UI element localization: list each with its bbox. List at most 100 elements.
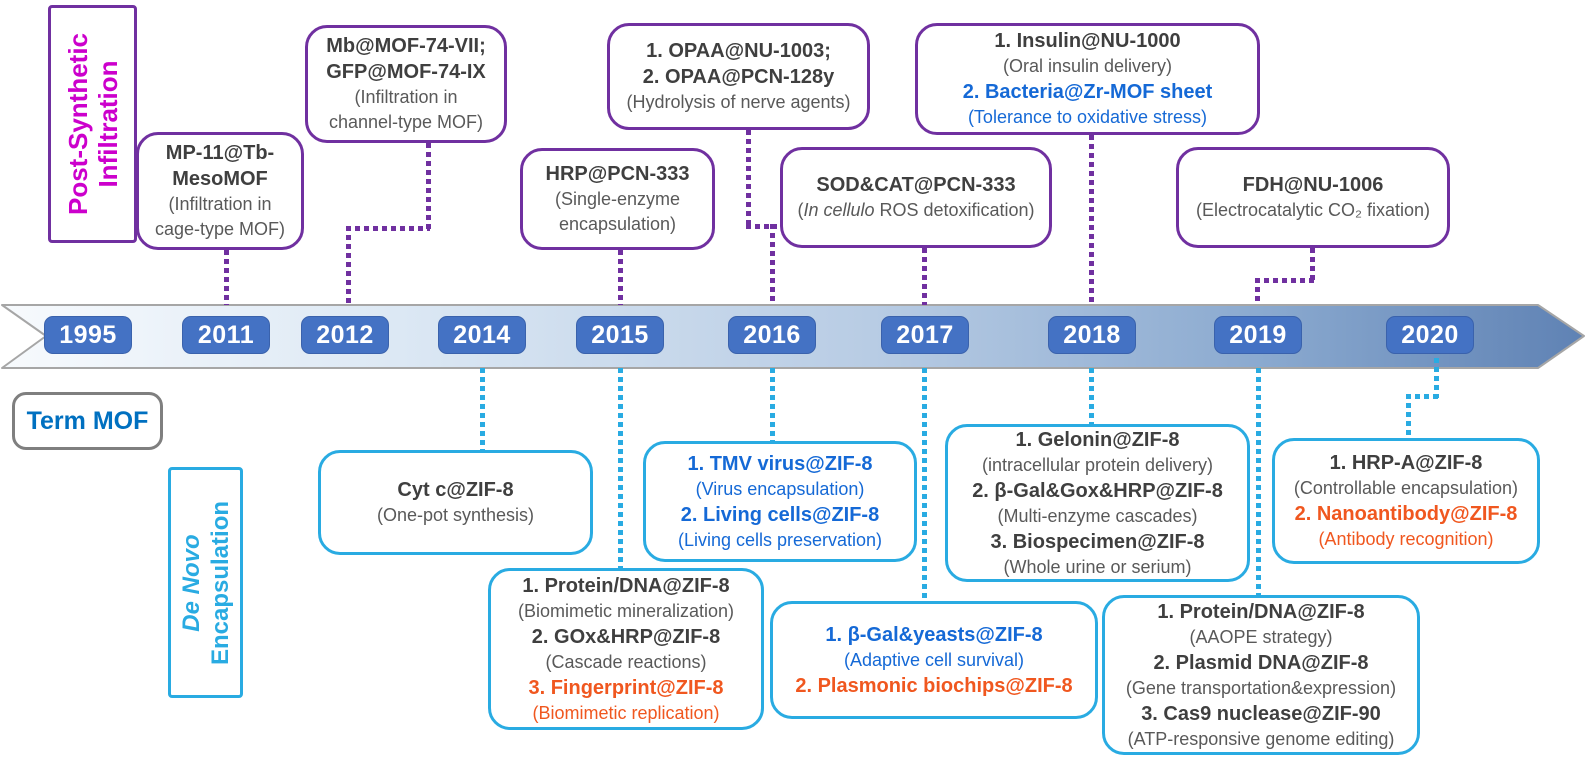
connector-bottom-2020-v2 [1406,394,1411,438]
milestone-sub: (Biomimetic mineralization) [517,600,735,621]
milestone-sub: (Infiltration in [168,194,272,214]
milestone-sub: (Electrocatalytic CO₂ fixation) [1195,200,1431,220]
sub-prefix: ( [797,200,804,220]
milestone-title: 2. Plasmid DNA@ZIF-8 [1153,651,1369,674]
milestone-sub-blue: (Adaptive cell survival) [843,649,1025,670]
connector-top-2019-h [1255,278,1315,283]
milestone-sub: (One-pot synthesis) [376,505,535,525]
milestone-title-blue: 1. TMV virus@ZIF-8 [687,452,873,475]
milestone-sub-orange: (Biomimetic replication) [532,702,720,723]
milestone-title: FDH@NU-1006 [1242,174,1384,196]
connector-top-2012-h [346,226,430,231]
milestone-title: 3. Biospecimen@ZIF-8 [990,530,1205,553]
connector-bottom-2016 [770,368,775,441]
category-label-post-synthetic-infiltration: Post-Synthetic Infiltration [48,5,137,243]
milestone-sub: (Whole urine or serium) [1003,556,1192,577]
de-novo-line2: Encapsulation [206,500,234,665]
term-mof-label: Term MOF [26,406,149,435]
term-mof-box: Term MOF [12,392,163,450]
milestone-title: 3. Cas9 nuclease@ZIF-90 [1141,702,1381,725]
connector-bottom-2020-h [1406,394,1439,399]
milestone-sub: (Hydrolysis of nerve agents) [626,92,851,112]
milestone-sub-blue: (Tolerance to oxidative stress) [967,107,1208,127]
milestone-title: 2. OPAA@PCN-128y [642,66,835,88]
milestone-box-top-2018: 1. Insulin@NU-1000 (Oral insulin deliver… [915,23,1260,135]
sub-rest: ROS detoxification) [874,200,1035,220]
connector-bottom-2020-v1 [1434,358,1439,398]
milestone-box-bottom-2015: 1. Protein/DNA@ZIF-8 (Biomimetic mineral… [488,568,764,730]
milestone-sub-blue: (Virus encapsulation) [695,478,865,499]
milestone-sub: (intracellular protein delivery) [981,454,1214,475]
rotated-text: De Novo Encapsulation [177,500,235,664]
milestone-sub: (Cascade reactions) [545,651,707,672]
milestone-box-bottom-2020: 1. HRP-A@ZIF-8 (Controllable encapsulati… [1272,438,1540,564]
connector-top-2016-v2 [770,224,775,305]
connector-top-2016-v1 [746,130,751,228]
connector-bottom-2014 [480,368,485,450]
milestone-title: 1. OPAA@NU-1003; [646,40,831,62]
milestone-sub-orange: (Antibody recognition) [1318,529,1494,549]
milestone-title: 1. HRP-A@ZIF-8 [1329,452,1483,474]
category-label-de-novo-encapsulation: De Novo Encapsulation [168,467,243,698]
milestone-box-bottom-2014: Cyt c@ZIF-8 (One-pot synthesis) [318,450,593,555]
milestone-title-blue: 2. Living cells@ZIF-8 [680,503,880,526]
connector-top-2012-v2 [346,226,351,305]
milestone-title: Mb@MOF-74-VII; [326,35,486,57]
year-chip-1995: 1995 [44,316,132,354]
milestone-title: 1. Insulin@NU-1000 [994,30,1181,52]
milestone-title-orange: 2. Nanoantibody@ZIF-8 [1294,503,1518,525]
milestone-sub: (AAOPE strategy) [1189,626,1333,647]
milestone-title: 1. Protein/DNA@ZIF-8 [1157,600,1365,623]
milestone-title: 1. Protein/DNA@ZIF-8 [522,574,730,597]
connector-top-2016-h [746,224,777,229]
year-chip-2017: 2017 [881,316,969,354]
year-chip-2019: 2019 [1214,316,1302,354]
milestone-sub: (Oral insulin delivery) [1002,56,1173,76]
milestone-box-bottom-2017: 1. β-Gal&yeasts@ZIF-8 (Adaptive cell sur… [770,601,1098,719]
milestone-title: GFP@MOF-74-IX [326,61,486,83]
milestone-box-bottom-2019: 1. Protein/DNA@ZIF-8 (AAOPE strategy) 2.… [1102,595,1420,755]
milestone-title: MP-11@Tb- [165,142,275,164]
milestone-sub: cage-type MOF) [154,219,286,239]
milestone-box-bottom-2018: 1. Gelonin@ZIF-8 (intracellular protein … [945,424,1250,582]
connector-bottom-2019 [1256,368,1261,595]
rotated-text: Post-Synthetic Infiltration [63,33,123,215]
milestone-box-bottom-2016: 1. TMV virus@ZIF-8 (Virus encapsulation)… [643,441,917,562]
milestone-title: Cyt c@ZIF-8 [397,479,514,501]
milestone-title: 2. β-Gal&Gox&HRP@ZIF-8 [972,479,1223,502]
milestone-box-top-2011: MP-11@Tb- MesoMOF (Infiltration in cage-… [136,132,304,250]
milestone-title-orange: 2. Plasmonic biochips@ZIF-8 [795,674,1073,697]
post-synthetic-line2: Infiltration [92,60,123,188]
milestone-sub: (ATP-responsive genome editing) [1127,728,1395,749]
milestone-sub: (Single-enzyme [554,189,681,209]
milestone-box-top-2019: FDH@NU-1006 (Electrocatalytic CO₂ fixati… [1176,147,1450,248]
milestone-box-top-2012: Mb@MOF-74-VII; GFP@MOF-74-IX (Infiltrati… [305,25,507,143]
year-chip-2015: 2015 [576,316,664,354]
connector-bottom-2018 [1089,368,1094,424]
milestone-sub: (Infiltration in [354,87,458,107]
de-novo-line1: De Novo [177,533,205,632]
connector-top-2018 [1089,135,1094,305]
milestone-title: 1. Gelonin@ZIF-8 [1015,428,1180,451]
milestone-title: MesoMOF [172,168,268,190]
connector-top-2019-v2 [1255,278,1260,305]
connector-top-2011 [224,250,229,305]
milestone-title-blue: 1. β-Gal&yeasts@ZIF-8 [825,623,1043,646]
milestone-sub: (Gene transportation&expression) [1125,677,1397,698]
connector-top-2012-v1 [426,143,431,230]
connector-bottom-2015 [618,368,623,568]
connector-top-2019-v1 [1310,248,1315,282]
year-chip-2011: 2011 [182,316,270,354]
milestone-box-top-2016: 1. OPAA@NU-1003; 2. OPAA@PCN-128y (Hydro… [607,23,870,130]
milestone-sub: encapsulation) [558,214,677,234]
year-chip-2014: 2014 [438,316,526,354]
year-chip-2012: 2012 [301,316,389,354]
milestone-box-top-2017: SOD&CAT@PCN-333 (In cellulo ROS detoxifi… [780,147,1052,248]
milestone-sub: channel-type MOF) [328,112,484,132]
connector-bottom-2017 [922,368,927,601]
milestone-box-top-2015: HRP@PCN-333 (Single-enzyme encapsulation… [520,148,715,250]
year-chip-2020: 2020 [1386,316,1474,354]
connector-top-2015 [618,250,623,305]
milestone-sub: (Controllable encapsulation) [1293,478,1519,498]
